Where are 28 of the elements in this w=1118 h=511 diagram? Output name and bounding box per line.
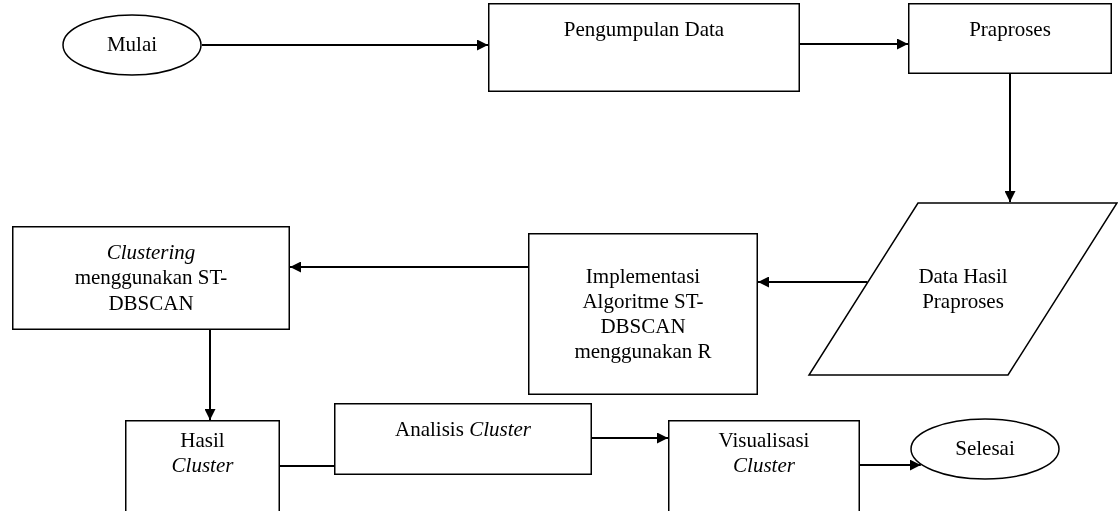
data-parallelogram [808, 202, 1118, 376]
node-label: Mulai [106, 32, 158, 58]
node-label: Praproses [969, 17, 1051, 43]
arrow [201, 39, 489, 51]
process-box [668, 420, 860, 511]
node-label: Pengumpulan Data [563, 17, 725, 43]
process-box [125, 420, 280, 511]
arrow [859, 459, 922, 471]
arrow [289, 261, 529, 273]
node-label: Selesai [955, 436, 1015, 462]
node-label: Clustering menggunakan ST-DBSCAN [73, 240, 229, 316]
arrow [591, 432, 669, 444]
node-label: Visualisasi Cluster [717, 428, 811, 479]
arrow [1004, 73, 1016, 203]
connector-line [279, 465, 335, 467]
process-box [334, 403, 592, 475]
node-label: Hasil Cluster [170, 428, 235, 479]
process-box [908, 3, 1112, 74]
node-label: Data Hasil Praproses [917, 263, 1009, 315]
process-box [488, 3, 800, 92]
node-label: Implementasi Algoritme ST-DBSCAN menggunakan R [573, 263, 713, 365]
terminal-ellipse [62, 14, 202, 76]
node-label: Analisis Cluster [395, 417, 531, 443]
arrow [799, 38, 909, 50]
arrow [204, 329, 216, 421]
process-box [528, 233, 758, 395]
terminal-ellipse [910, 418, 1060, 480]
process-box [12, 226, 290, 330]
